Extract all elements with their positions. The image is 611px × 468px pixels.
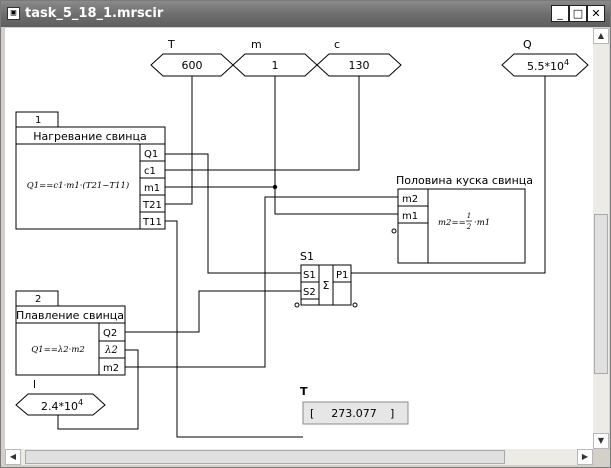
wire-half-m2-to-m2 — [125, 196, 398, 368]
param-T[interactable]: T 600 — [150, 38, 234, 77]
param-Q-mantissa: 5.5*10 — [527, 60, 564, 73]
block-heating-title: Нагревание свинца — [33, 130, 146, 143]
block-half-title: Половина куска свинца — [396, 174, 533, 187]
port-half-m2: m2 — [402, 194, 418, 205]
port-Q2: Q2 — [103, 328, 117, 339]
param-T-label: T — [167, 38, 175, 51]
port-T11: T11 — [142, 217, 162, 228]
port-Q1: Q1 — [144, 149, 158, 160]
block-half-formula: m2== — [438, 218, 466, 228]
scroll-right-icon[interactable]: ▶ — [577, 449, 593, 465]
summator-out: P1 — [336, 270, 348, 281]
title-bar[interactable]: ▣ task_5_18_1.mrscir _ □ ✕ — [1, 1, 610, 27]
wire-T-to-T21 — [165, 76, 193, 205]
port-half-m1: m1 — [402, 211, 418, 222]
param-c[interactable]: c 130 — [316, 38, 402, 77]
block-heating[interactable]: 1 Нагревание свинца Q1==c1·m1·(T21−T11) … — [15, 111, 166, 230]
param-l[interactable]: l 2.4*104 — [15, 378, 106, 416]
param-l-mantissa: 2.4*10 — [41, 400, 78, 413]
wire-l-to-lambda2 — [57, 349, 139, 430]
formula-numerator: 1 — [467, 212, 471, 220]
block-melting-title: Плавление свинца — [16, 309, 124, 322]
block-half[interactable]: Половина куска свинца m2 m1 m2== 1 2 ·m1 — [391, 174, 533, 264]
horizontal-scroll-thumb[interactable] — [25, 450, 505, 464]
wires — [57, 76, 546, 438]
port-c1: c1 — [144, 166, 156, 177]
display-bracket-right: ] — [390, 407, 394, 420]
junction-dot — [272, 184, 278, 190]
wire-P1-to-Q — [351, 76, 546, 274]
vertical-scrollbar[interactable]: ▲ ▼ — [593, 28, 609, 449]
wire-Q1-to-S1 — [165, 153, 301, 274]
block-melting[interactable]: 2 Плавление свинца Q1==λ2·m2 Q2 λ2 m2 — [15, 290, 126, 376]
close-button[interactable]: ✕ — [587, 5, 605, 22]
port-m1: m1 — [144, 183, 160, 194]
scroll-up-icon[interactable]: ▲ — [593, 28, 609, 44]
display-value: 273.077 — [331, 407, 377, 420]
vertical-scroll-thumb[interactable] — [594, 214, 608, 374]
param-l-value: 2.4*104 — [41, 398, 83, 413]
block-summator[interactable]: S1 S1 S2 Σ P1 — [294, 250, 358, 308]
block-heating-formula: Q1==c1·m1·(T21−T11) — [27, 180, 129, 191]
formula-lhs: m2== — [438, 218, 466, 228]
block-melting-formula: Q1==λ2·m2 — [31, 345, 85, 355]
schematic-canvas[interactable]: T 600 m 1 c 130 Q 5.5*104 l — [5, 28, 593, 449]
display-bracket-left: [ — [310, 407, 314, 420]
formula-rhs: ·m1 — [474, 218, 490, 228]
horizontal-scrollbar[interactable]: ◀ ▶ — [5, 449, 593, 465]
maximize-button[interactable]: □ — [569, 5, 587, 22]
param-Q-exponent: 4 — [564, 58, 569, 67]
wire-c-to-c1 — [165, 76, 360, 171]
scroll-left-icon[interactable]: ◀ — [5, 449, 21, 465]
param-l-exponent: 4 — [78, 398, 83, 407]
summator-in1: S1 — [303, 270, 316, 281]
wire-Q2-to-S2 — [125, 290, 301, 333]
port-m2: m2 — [103, 363, 119, 374]
summator-label: S1 — [300, 250, 314, 263]
param-l-label: l — [33, 378, 36, 391]
param-Q-label: Q — [523, 38, 532, 51]
minimize-button[interactable]: _ — [551, 5, 569, 22]
param-T-value: 600 — [182, 59, 203, 72]
param-Q-value: 5.5*104 — [527, 58, 569, 73]
schematic-svg: T 600 m 1 c 130 Q 5.5*104 l — [15, 38, 589, 438]
scroll-down-icon[interactable]: ▼ — [593, 433, 609, 449]
window-title: task_5_18_1.mrscir — [25, 6, 164, 21]
wire-T11-to-display — [165, 220, 303, 438]
port-lambda2: λ2 — [104, 345, 118, 356]
app-icon: ▣ — [7, 7, 20, 20]
wire-m-to-half-m1 — [274, 187, 398, 215]
block-heating-number: 1 — [35, 115, 41, 126]
param-m-value: 1 — [272, 59, 279, 72]
summator-in2: S2 — [303, 287, 316, 298]
block-melting-number: 2 — [35, 294, 41, 305]
port-T21: T21 — [142, 200, 162, 211]
display-T[interactable]: T [ 273.077 ] — [300, 385, 409, 425]
param-c-label: c — [334, 38, 340, 51]
param-Q[interactable]: Q 5.5*104 — [501, 38, 589, 77]
display-label: T — [300, 385, 308, 398]
param-m[interactable]: m 1 — [232, 38, 318, 77]
formula-denominator: 2 — [466, 223, 472, 231]
sigma-icon: Σ — [323, 279, 330, 292]
param-c-value: 130 — [349, 59, 370, 72]
param-m-label: m — [251, 38, 262, 51]
